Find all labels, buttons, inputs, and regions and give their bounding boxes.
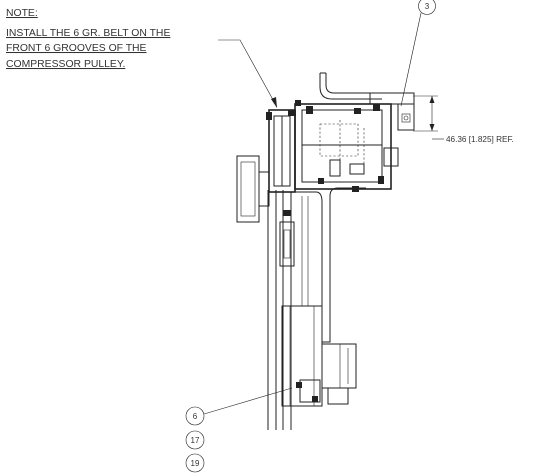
installation-note: NOTE: INSTALL THE 6 GR. BELT ON THE FRON… bbox=[6, 8, 170, 70]
balloon-19-label: 19 bbox=[191, 459, 200, 468]
note-line-3: COMPRESSOR PULLEY. bbox=[6, 59, 125, 70]
note-line-1: INSTALL THE 6 GR. BELT ON THE bbox=[6, 28, 170, 39]
balloon-3-label: 3 bbox=[425, 2, 430, 11]
belt-clamp bbox=[266, 112, 272, 120]
bolt-head bbox=[306, 106, 313, 114]
balloon-19: 19 bbox=[185, 453, 205, 473]
note-heading: NOTE: bbox=[6, 8, 38, 19]
balloon-6: 6 bbox=[185, 406, 205, 426]
hub-nut bbox=[312, 396, 318, 402]
balloon-6-leader bbox=[203, 387, 293, 415]
balloon-6-label: 6 bbox=[193, 412, 198, 421]
balloon-17: 17 bbox=[185, 430, 205, 450]
bolt-head bbox=[373, 104, 380, 111]
balloon-17-label: 17 bbox=[191, 436, 200, 445]
compressor-assembly bbox=[294, 72, 415, 192]
belt-clamp bbox=[288, 110, 296, 116]
belt-clamp bbox=[295, 100, 301, 106]
mounting-bracket bbox=[295, 187, 366, 405]
bolt-head bbox=[378, 176, 384, 184]
note-leader-arrow bbox=[271, 97, 277, 108]
dimension-marker: 46.36 [1.825] REF. bbox=[413, 95, 514, 144]
bolt-head bbox=[318, 178, 324, 184]
belt-and-pulley bbox=[236, 100, 323, 430]
balloon-3: 3 bbox=[418, 0, 436, 15]
bolt-head bbox=[352, 186, 359, 192]
note-leader-line bbox=[218, 39, 278, 108]
note-line-2: FRONT 6 GROOVES OF THE bbox=[6, 43, 147, 54]
dimension-label: 46.36 [1.825] REF. bbox=[446, 135, 514, 144]
tensioner-bolt bbox=[283, 210, 291, 216]
balloon-3-leader bbox=[400, 12, 422, 107]
bolt-head bbox=[354, 108, 361, 114]
hub-nut bbox=[296, 382, 302, 388]
